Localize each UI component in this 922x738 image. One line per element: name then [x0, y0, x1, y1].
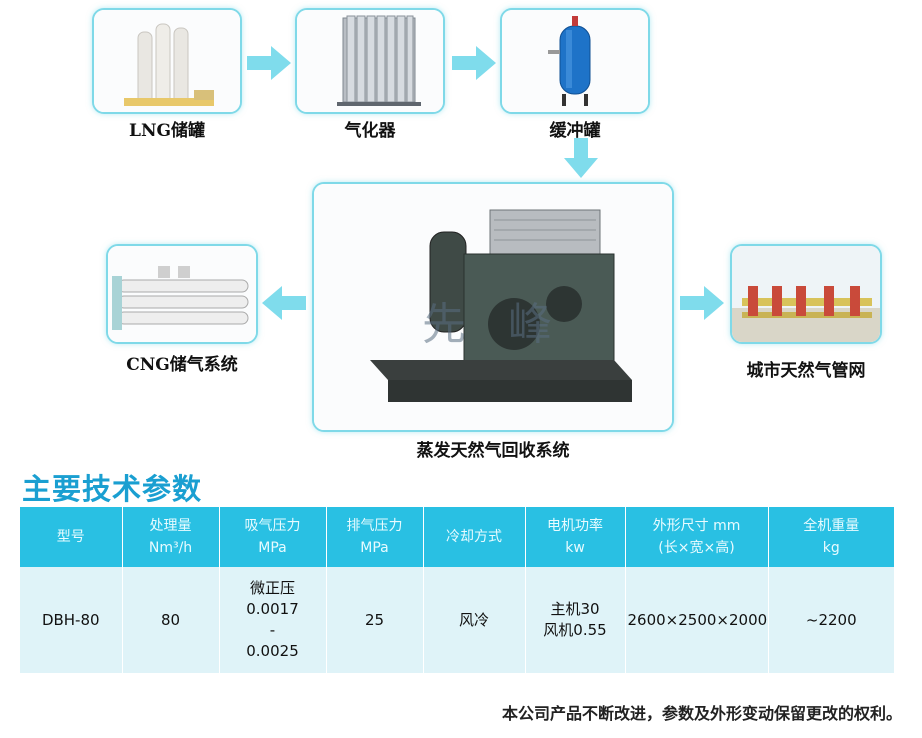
header-label: 冷却方式	[446, 529, 502, 545]
suction-pressure-line: 0.0025	[246, 642, 299, 660]
header-cell: 型号	[20, 507, 123, 567]
arrow-right-icon	[247, 46, 291, 80]
arrow-left-icon	[262, 286, 306, 320]
suction-pressure-line: -	[269, 621, 276, 639]
header-label: 全机重量	[803, 518, 860, 534]
header-unit: Nm³/h	[148, 540, 193, 556]
header-label: 外形尺寸 mm	[652, 518, 741, 534]
header-cell: 处理量 Nm³/h	[122, 507, 220, 567]
cng-storage-image-frame	[106, 244, 258, 344]
header-label: 处理量	[149, 518, 192, 534]
header-unit: MPa	[360, 540, 389, 556]
suction-pressure-line: 微正压	[249, 579, 295, 597]
capacity-cell: 80	[122, 567, 220, 673]
vaporizer-image-frame	[295, 8, 445, 114]
city-pipeline-image-frame	[730, 244, 882, 344]
suction-pressure-cell: 微正压 0.0017 - 0.0025	[219, 567, 327, 673]
discharge-pressure-cell: 25	[326, 567, 424, 673]
buffer-tank-illustration	[502, 10, 648, 112]
header-unit: kg	[822, 540, 840, 556]
motor-power-line: 风机0.55	[543, 621, 607, 639]
vaporizer-caption: 气化器	[344, 121, 396, 141]
header-cell: 全机重量 kg	[768, 507, 894, 567]
cng-storage-illustration	[108, 246, 256, 342]
footer-note: 本公司产品不断改进，参数及外形变动保留更改的权利。	[501, 704, 902, 723]
suction-pressure-line: 0.0017	[246, 600, 299, 618]
header-unit: MPa	[258, 540, 287, 556]
motor-power-cell: 主机30 风机0.55	[525, 567, 626, 673]
brand-watermark: 先 峰	[422, 299, 566, 350]
header-label: 排气压力	[346, 518, 403, 534]
header-unit: (长×宽×高)	[658, 540, 735, 556]
header-cell: 冷却方式	[423, 507, 526, 567]
vaporizer-illustration	[297, 10, 443, 112]
header-cell: 吸气压力 MPa	[219, 507, 327, 567]
motor-power-line: 主机30	[550, 600, 600, 618]
arrow-right-icon	[452, 46, 496, 80]
arrow-down-icon	[564, 138, 598, 178]
dimensions-cell: 2600×2500×2000	[625, 567, 769, 673]
weight-cell: ~2200	[768, 567, 894, 673]
lng-tank-caption: LNG储罐	[128, 121, 205, 141]
cooling-cell: 风冷	[423, 567, 526, 673]
lng-tank-image-frame	[92, 8, 242, 114]
cng-storage-caption: CNG储气系统	[126, 355, 238, 375]
recovery-system-caption: 蒸发天然气回收系统	[416, 441, 570, 461]
arrow-right-icon	[680, 286, 724, 320]
header-cell: 外形尺寸 mm (长×宽×高)	[625, 507, 769, 567]
header-label: 型号	[56, 529, 85, 545]
header-unit: kw	[565, 540, 585, 556]
lng-tank-illustration	[94, 10, 240, 112]
buffer-tank-image-frame	[500, 8, 650, 114]
specs-title: 主要技术参数	[22, 472, 203, 506]
compressor-skid-illustration	[314, 184, 672, 430]
buffer-tank-caption: 缓冲罐	[549, 121, 601, 141]
model-cell: DBH-80	[20, 567, 123, 673]
header-cell: 电机功率 kw	[525, 507, 626, 567]
header-label: 吸气压力	[244, 518, 301, 534]
recovery-system-image-frame: 先 峰	[312, 182, 674, 432]
city-pipeline-illustration	[732, 246, 880, 342]
header-cell: 排气压力 MPa	[326, 507, 424, 567]
header-label: 电机功率	[547, 518, 603, 534]
table-row: DBH-80 80 微正压 0.0017 - 0.0025 25 风冷 主机30…	[20, 567, 894, 673]
city-pipeline-caption: 城市天然气管网	[746, 361, 866, 381]
